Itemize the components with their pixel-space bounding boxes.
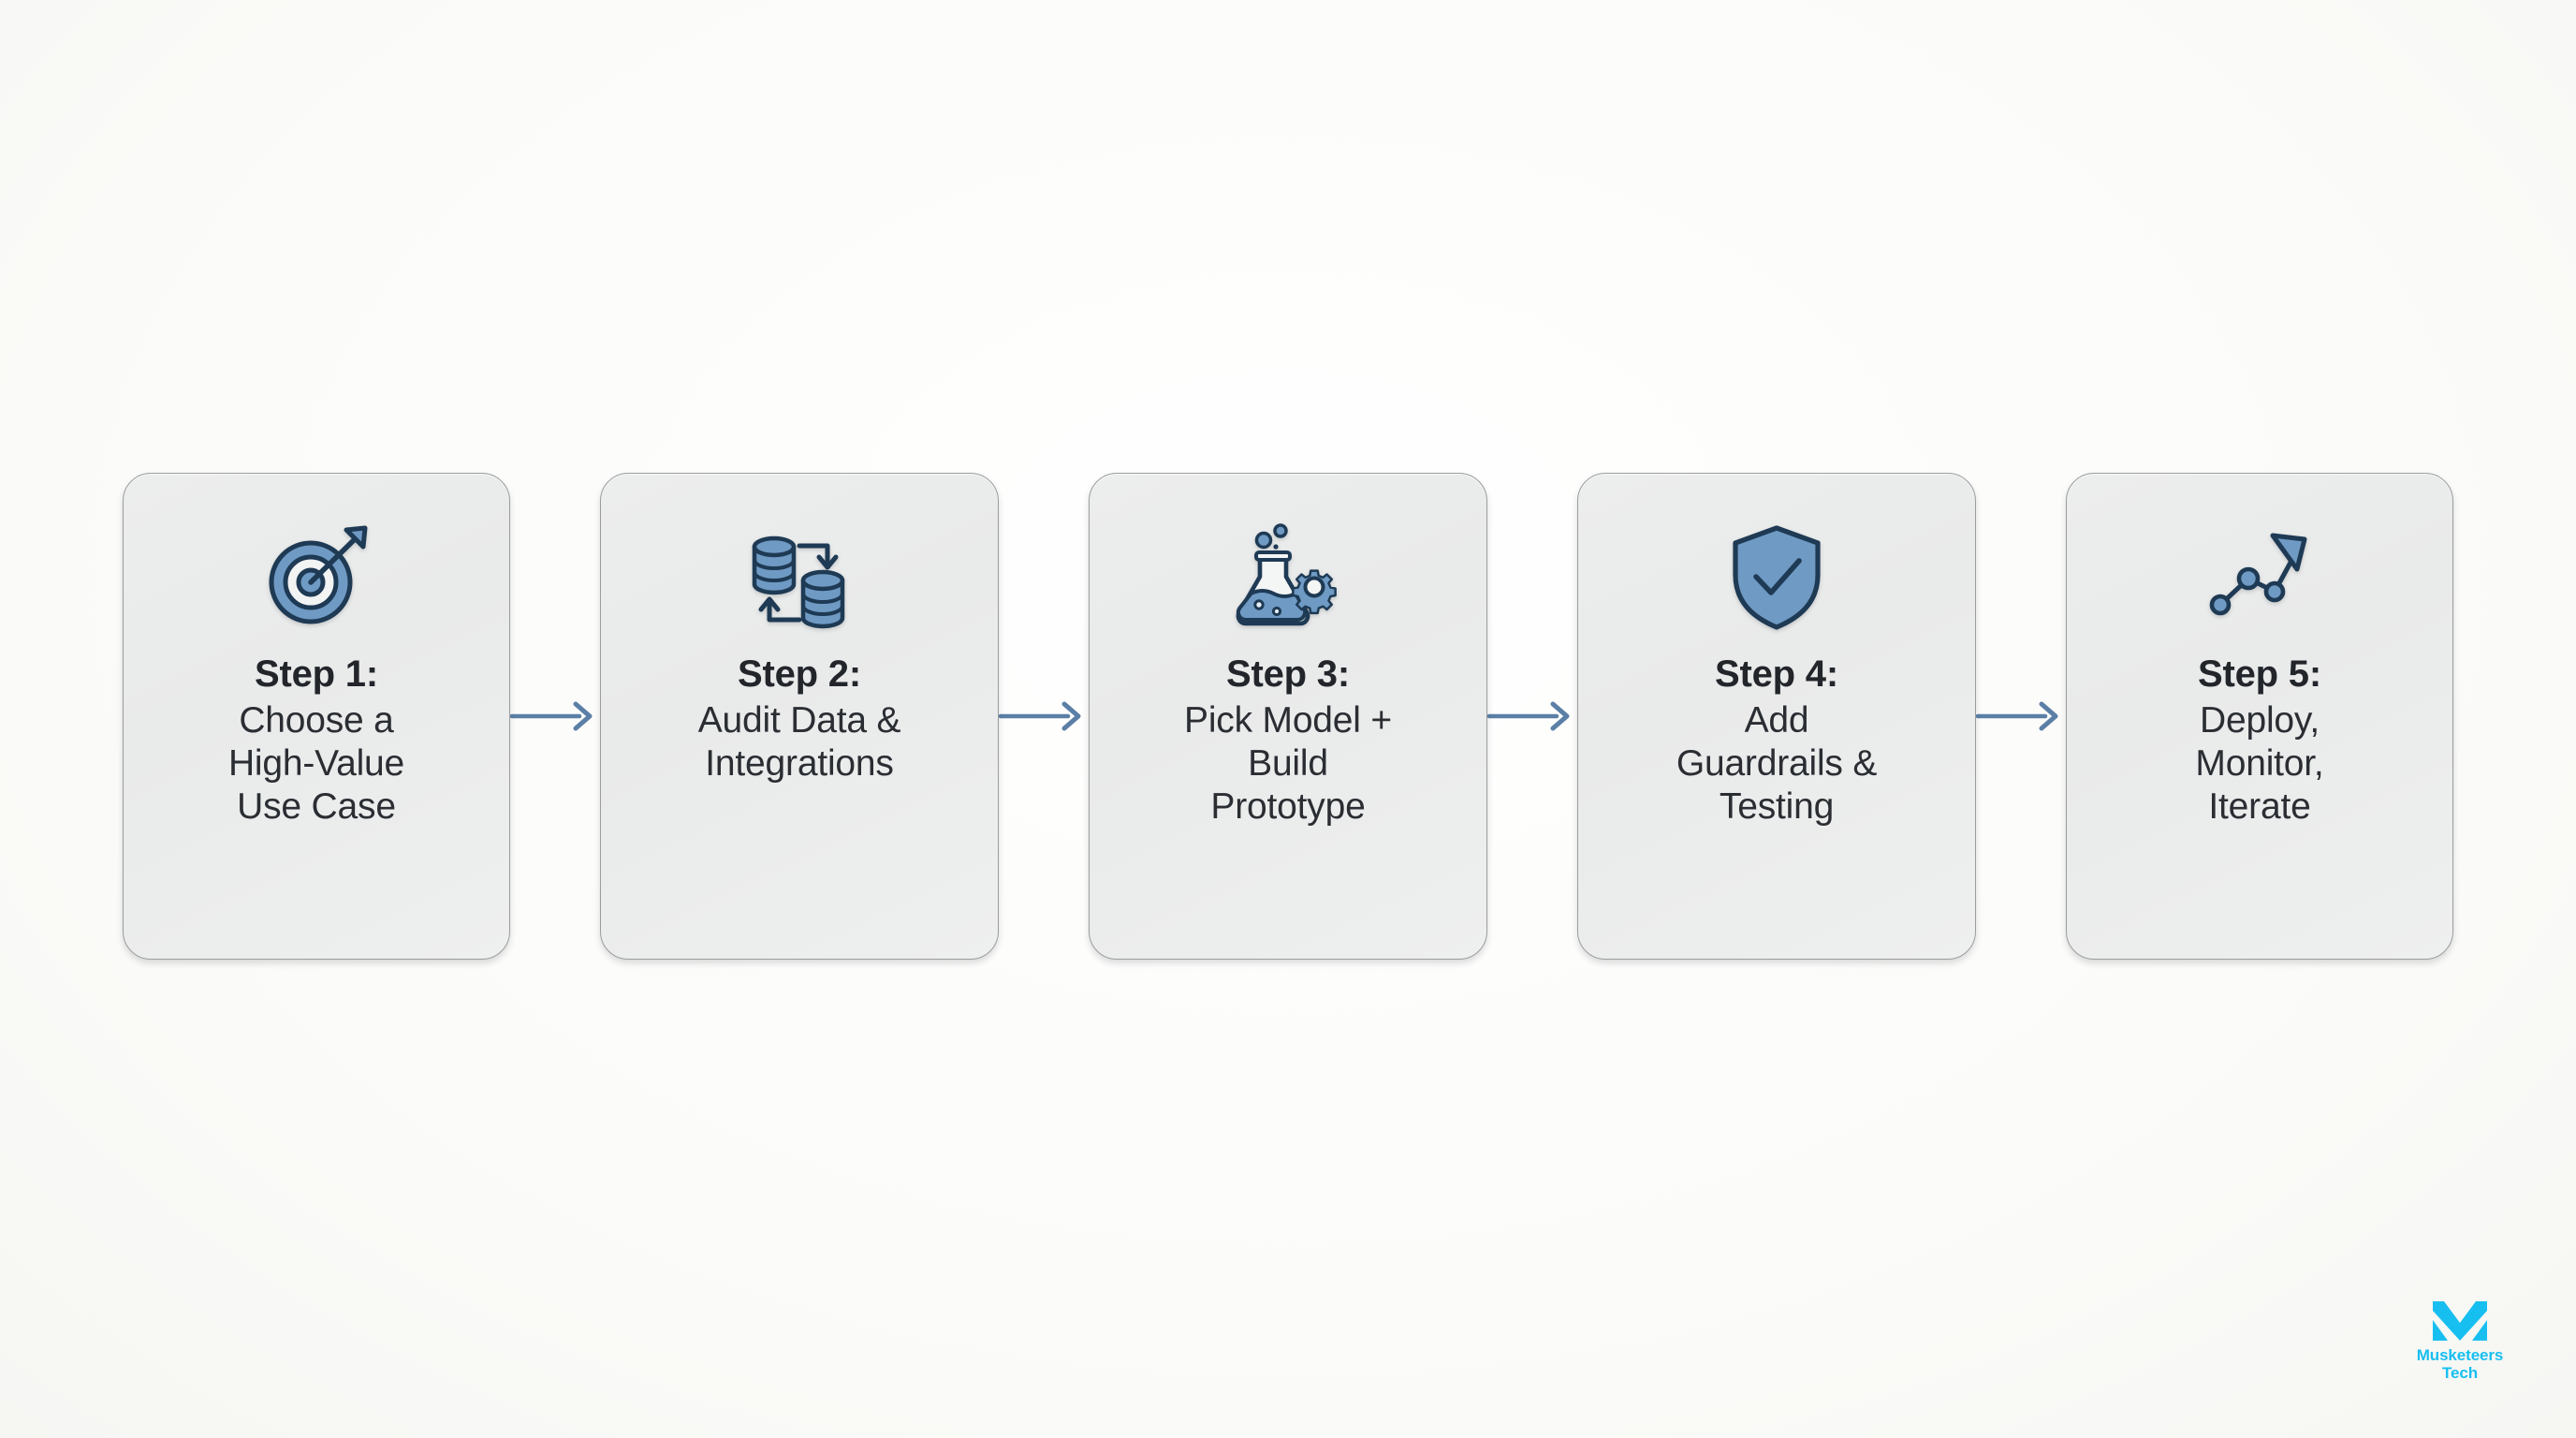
process-flow-rail: Step 1: Choose a High-Value Use Case — [0, 473, 2576, 960]
flask-gear-icon — [1232, 522, 1344, 633]
target-arrow-icon — [260, 522, 373, 633]
brand-name: Musketeers Tech — [2416, 1345, 2504, 1382]
arrow-right-icon — [1975, 701, 2058, 731]
step-card-3[interactable]: Step 3: Pick Model + Build Prototype — [1089, 473, 1487, 960]
step-description: Add Guardrails & Testing — [1676, 699, 1878, 827]
step-title: Step 3: — [1226, 653, 1350, 695]
arrow-right-icon — [998, 701, 1081, 731]
step-description: Choose a High-Value Use Case — [227, 699, 405, 827]
arrow-right-icon — [509, 701, 593, 731]
step-title: Step 1: — [255, 653, 378, 695]
connector-2-to-3 — [998, 473, 1089, 960]
brand-logo: Musketeers Tech — [2405, 1299, 2515, 1382]
step-description: Pick Model + Build Prototype — [1184, 699, 1392, 827]
musketeers-m-logomark — [2433, 1300, 2487, 1341]
step-card-4[interactable]: Step 4: Add Guardrails & Testing — [1577, 473, 1976, 960]
step-description: Deploy, Monitor, Iterate — [2195, 699, 2324, 827]
trend-up-icon — [2203, 522, 2316, 633]
step-title: Step 5: — [2198, 653, 2321, 695]
step-title: Step 4: — [1715, 653, 1838, 695]
connector-3-to-4 — [1486, 473, 1577, 960]
arrow-right-icon — [1486, 701, 1570, 731]
step-description: Audit Data & Integrations — [697, 699, 901, 784]
step-card-2[interactable]: Step 2: Audit Data & Integrations — [600, 473, 999, 960]
shield-check-icon — [1720, 522, 1833, 633]
step-card-5[interactable]: Step 5: Deploy, Monitor, Iterate — [2066, 473, 2453, 960]
database-sync-icon — [743, 522, 856, 633]
step-title: Step 2: — [738, 653, 861, 695]
connector-4-to-5 — [1975, 473, 2066, 960]
connector-1-to-2 — [509, 473, 600, 960]
step-card-1[interactable]: Step 1: Choose a High-Value Use Case — [123, 473, 510, 960]
